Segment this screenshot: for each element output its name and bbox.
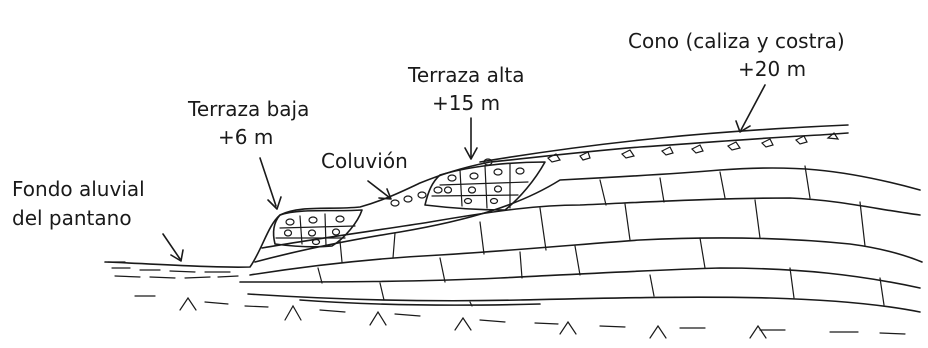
rock-joints: [318, 166, 884, 306]
strata-line: [240, 268, 920, 288]
ground-surface: [105, 133, 848, 267]
label-fondo-line1: Fondo aluvial: [12, 177, 145, 201]
label-terraza-baja-line2: +6 m: [218, 125, 273, 149]
arrow-terraza-baja: [260, 158, 281, 209]
label-cono-line2: +20 m: [738, 57, 806, 81]
strata-line: [255, 168, 920, 262]
label-terraza-baja-line1: Terraza baja: [187, 97, 309, 121]
cone-clasts: [548, 133, 838, 162]
label-terraza-alta-line1: Terraza alta: [407, 63, 525, 87]
arrow-terraza-alta: [465, 118, 477, 159]
label-terraza-alta-line2: +15 m: [432, 91, 500, 115]
label-fondo-line2: del pantano: [12, 206, 132, 230]
basement-symbols: [135, 296, 905, 338]
arrow-cono: [736, 85, 765, 132]
strata-line: [250, 238, 922, 275]
label-coluvion: Coluvión: [321, 149, 408, 173]
arrow-coluvion: [368, 181, 391, 199]
label-cono-line1: Cono (caliza y costra): [628, 29, 845, 53]
strata-line: [262, 198, 920, 248]
arrow-fondo: [163, 234, 183, 261]
